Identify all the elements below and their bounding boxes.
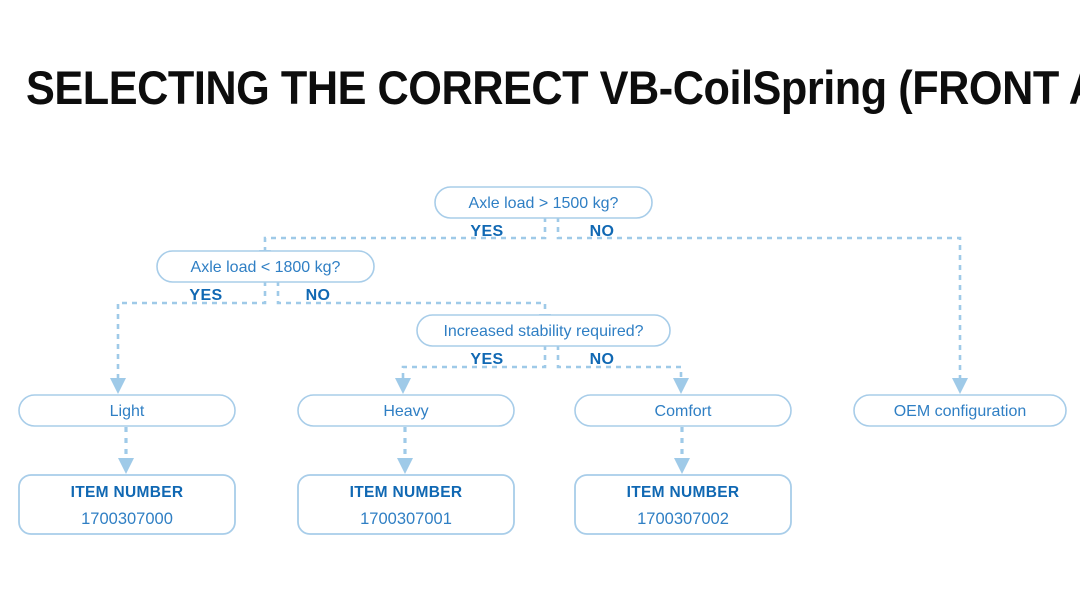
result-comfort-pill[interactable] <box>574 394 792 427</box>
result-node-light[interactable]: Light <box>18 394 236 427</box>
decision-node-axle-load-1800[interactable]: Axle load < 1800 kg? YES NO <box>156 250 375 304</box>
connector-comfort-to-item <box>674 427 690 474</box>
decision-2-no-label[interactable]: NO <box>306 287 331 304</box>
connector-d3-no <box>556 345 689 394</box>
result-light-label: Light <box>110 403 145 420</box>
item-card-comfort-number: 1700307002 <box>637 510 729 528</box>
connector-heavy-to-item <box>397 427 413 474</box>
item-card-light-number: 1700307000 <box>81 510 173 528</box>
item-number-card-comfort[interactable]: ITEM NUMBER 1700307002 <box>574 474 792 535</box>
result-node-comfort[interactable]: Comfort <box>574 394 792 427</box>
connector-light-to-item <box>118 427 134 474</box>
arrowhead-icon <box>952 378 968 394</box>
arrowhead-icon <box>397 458 413 474</box>
item-number-card-light[interactable]: ITEM NUMBER 1700307000 <box>18 474 236 535</box>
decision-3-pill[interactable] <box>416 314 671 347</box>
decision-2-yes-label[interactable]: YES <box>189 287 222 304</box>
arrowhead-icon <box>395 378 411 394</box>
result-light-pill[interactable] <box>18 394 236 427</box>
decision-1-no-label[interactable]: NO <box>590 223 615 240</box>
decision-3-no-label[interactable]: NO <box>590 351 615 368</box>
arrowhead-icon <box>118 458 134 474</box>
item-card-light-heading: ITEM NUMBER <box>71 484 184 501</box>
item-card-comfort-box[interactable] <box>574 474 792 535</box>
arrowhead-icon <box>673 378 689 394</box>
connector-d1-no <box>556 217 968 394</box>
connector-d2-yes <box>110 281 267 394</box>
result-node-oem-configuration[interactable]: OEM configuration <box>853 394 1067 427</box>
result-oem-label: OEM configuration <box>894 403 1027 420</box>
arrowhead-icon <box>110 378 126 394</box>
decision-1-question: Axle load > 1500 kg? <box>469 195 619 212</box>
item-card-comfort-heading: ITEM NUMBER <box>627 484 740 501</box>
connector-d3-yes <box>395 345 547 394</box>
decision-1-yes-label[interactable]: YES <box>470 223 503 240</box>
decision-3-yes-label[interactable]: YES <box>470 351 503 368</box>
decision-1-pill[interactable] <box>434 186 653 219</box>
result-comfort-label: Comfort <box>655 403 712 420</box>
decision-3-question: Increased stability required? <box>443 323 643 340</box>
item-card-heavy-box[interactable] <box>297 474 515 535</box>
result-oem-pill[interactable] <box>853 394 1067 427</box>
result-node-heavy[interactable]: Heavy <box>297 394 515 427</box>
result-heavy-label: Heavy <box>383 403 428 420</box>
item-number-card-heavy[interactable]: ITEM NUMBER 1700307001 <box>297 474 515 535</box>
item-card-heavy-heading: ITEM NUMBER <box>350 484 463 501</box>
decision-node-axle-load-1500[interactable]: Axle load > 1500 kg? YES NO <box>434 186 653 240</box>
arrowhead-icon <box>674 458 690 474</box>
decision-2-pill[interactable] <box>156 250 375 283</box>
page-title: SELECTING THE CORRECT VB-CoilSpring (FRO… <box>26 61 1080 114</box>
decision-2-question: Axle load < 1800 kg? <box>191 259 341 276</box>
decision-node-increased-stability[interactable]: Increased stability required? YES NO <box>416 314 671 368</box>
result-heavy-pill[interactable] <box>297 394 515 427</box>
item-card-light-box[interactable] <box>18 474 236 535</box>
item-card-heavy-number: 1700307001 <box>360 510 452 528</box>
